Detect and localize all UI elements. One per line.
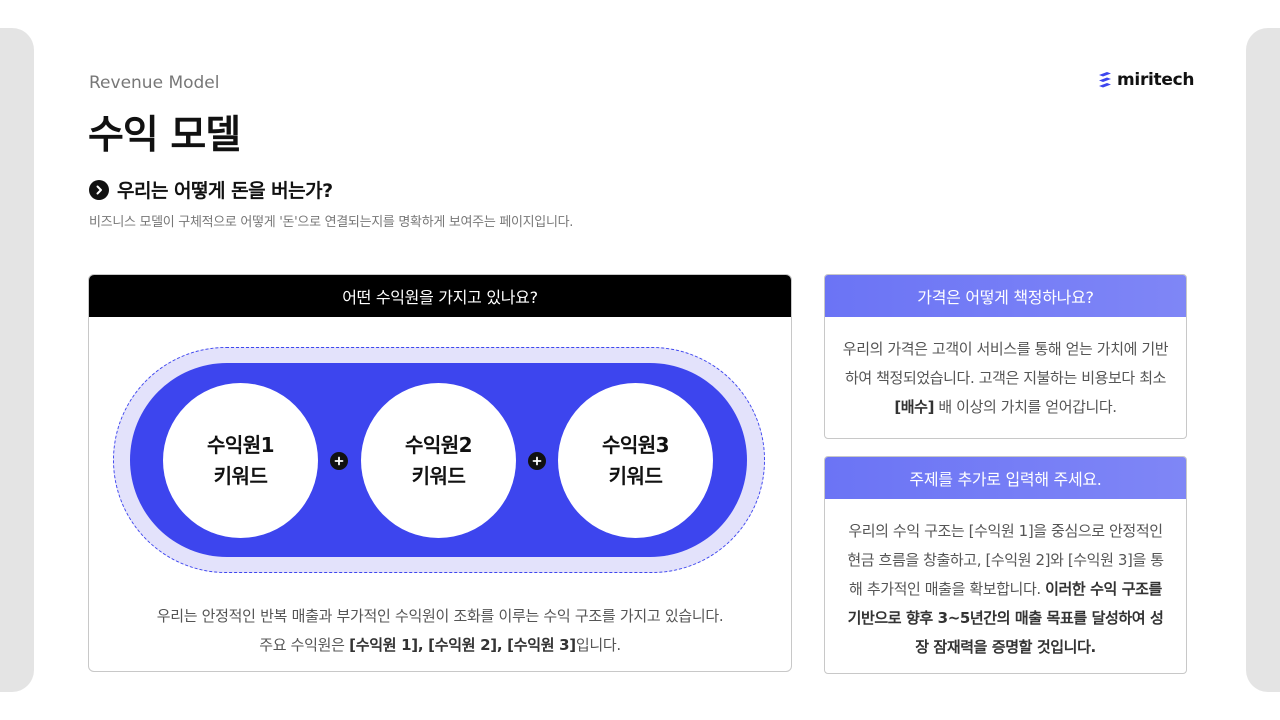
pricing-card: 가격은 어떻게 책정하나요? 우리의 가격은 고객이 서비스를 통해 얻는 가치…	[824, 274, 1187, 439]
revenue-source-2: 수익원2 키워드	[361, 383, 516, 538]
summary-line-1: 우리는 안정적인 반복 매출과 부가적인 수익원이 조화를 이루는 수익 구조를…	[156, 607, 724, 625]
left-edge-decoration	[0, 28, 34, 692]
logo-text: miritech	[1117, 70, 1195, 90]
pricing-card-body: 우리의 가격은 고객이 서비스를 통해 얻는 가치에 기반하여 책정되었습니다.…	[825, 317, 1186, 422]
plus-circle-icon	[330, 452, 348, 470]
section-question: 우리는 어떻게 돈을 버는가?	[89, 176, 333, 203]
revenue-source-name: 수익원2	[404, 432, 473, 457]
page-title: 수익 모델	[88, 113, 241, 158]
section-description: 비즈니스 모델이 구체적으로 어떻게 '돈'으로 연결되는지를 명확하게 보여주…	[89, 215, 574, 230]
summary-line-2-suffix: 입니다.	[575, 636, 621, 654]
plus-circle-icon	[528, 452, 546, 470]
chevron-right-circle-icon	[89, 179, 109, 200]
revenue-source-keyword: 키워드	[411, 463, 466, 488]
question-text: 우리는 어떻게 돈을 버는가?	[117, 180, 333, 202]
revenue-source-name: 수익원3	[601, 432, 670, 457]
revenue-source-1: 수익원1 키워드	[163, 383, 318, 538]
topic-body-text: 우리의 수익 구조는 [수익원 1]을 중심으로 안정적인 현금 흐름을 창출하…	[847, 522, 1164, 598]
revenue-sources-summary: 우리는 안정적인 반복 매출과 부가적인 수익원이 조화를 이루는 수익 구조를…	[89, 602, 791, 660]
topic-card-header: 주제를 추가로 입력해 주세요.	[825, 457, 1186, 499]
revenue-source-keyword: 키워드	[213, 463, 268, 488]
logo: miritech	[1098, 70, 1195, 90]
pricing-card-header: 가격은 어떻게 책정하나요?	[825, 275, 1186, 317]
pricing-multiplier: [배수]	[894, 398, 935, 416]
topic-card-body: 우리의 수익 구조는 [수익원 1]을 중심으로 안정적인 현금 흐름을 창출하…	[825, 499, 1186, 662]
revenue-source-name: 수익원1	[206, 432, 275, 457]
revenue-source-3: 수익원3 키워드	[558, 383, 713, 538]
topic-card: 주제를 추가로 입력해 주세요. 우리의 수익 구조는 [수익원 1]을 중심으…	[824, 456, 1187, 674]
summary-line-2-prefix: 주요 수익원은	[259, 636, 350, 654]
revenue-sources-card-header: 어떤 수익원을 가지고 있나요?	[89, 275, 791, 317]
summary-line-2: 주요 수익원은 [수익원 1], [수익원 2], [수익원 3]입니다.	[89, 631, 791, 660]
page-eyebrow: Revenue Model	[89, 73, 220, 93]
revenue-source-keyword: 키워드	[608, 463, 663, 488]
topic-body-emphasis: 이러한 수익 구조를 기반으로 향후 3~5년간의 매출 목표를 달성하여 성장…	[847, 580, 1164, 656]
revenue-sources-card: 어떤 수익원을 가지고 있나요? 수익원1 키워드 수익원2 키워드 수익원3 …	[88, 274, 792, 672]
logo-stripes-icon	[1099, 72, 1111, 88]
pricing-body-suffix: 배 이상의 가치를 얻어갑니다.	[934, 398, 1117, 416]
pricing-body-text: 우리의 가격은 고객이 서비스를 통해 얻는 가치에 기반하여 책정되었습니다.…	[842, 340, 1169, 387]
summary-line-2-sources: [수익원 1], [수익원 2], [수익원 3]	[349, 636, 576, 654]
right-edge-decoration	[1246, 28, 1280, 692]
